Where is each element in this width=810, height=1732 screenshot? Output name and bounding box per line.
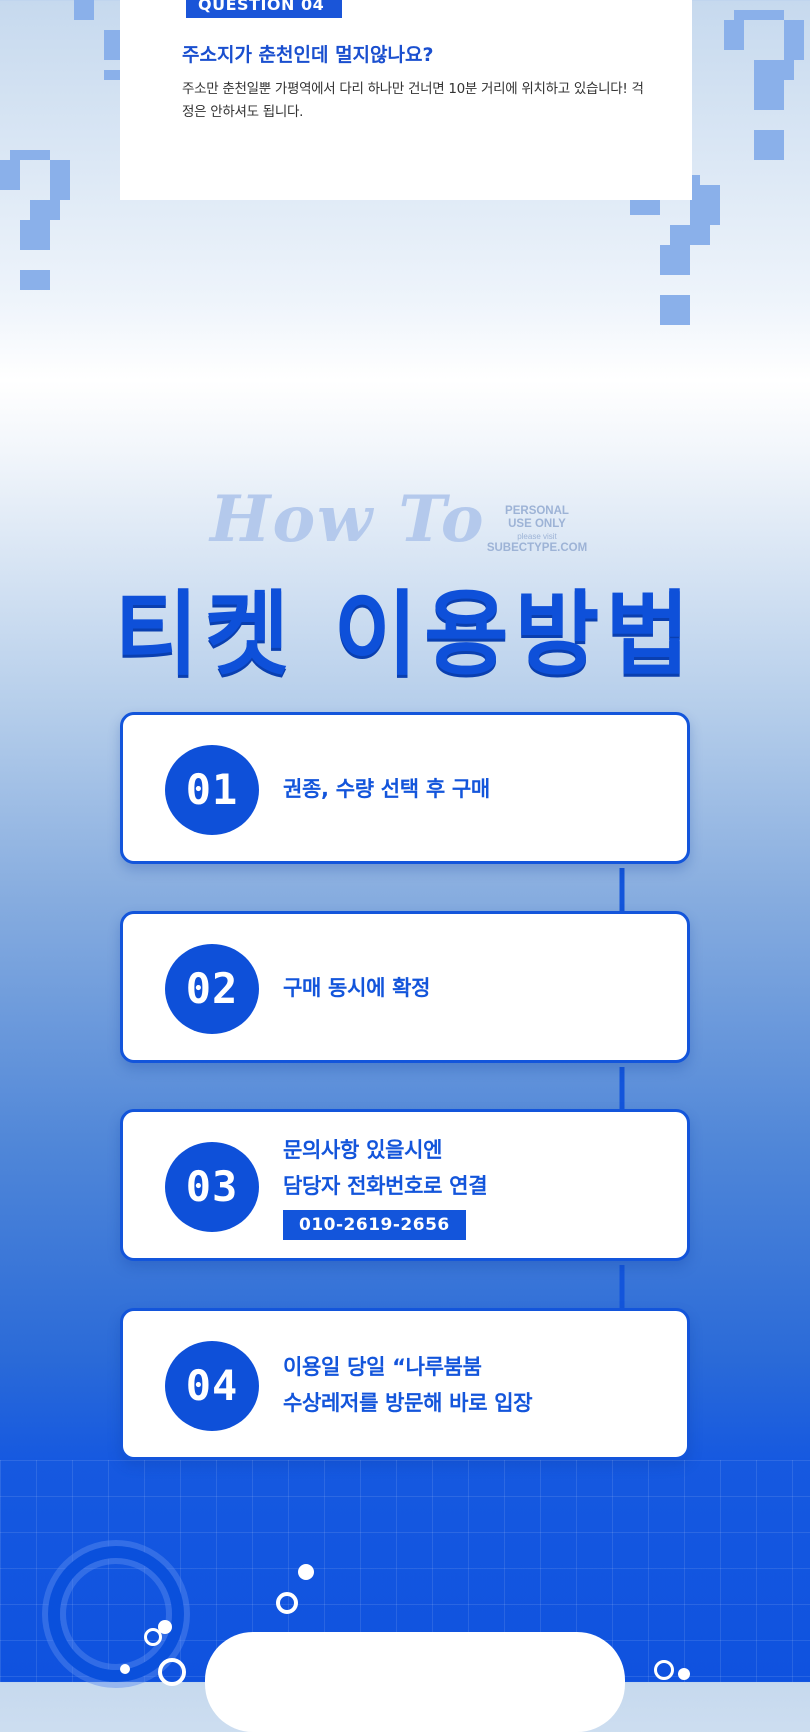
phone-number-badge: 010-2619-2656	[283, 1210, 466, 1240]
watermark-line: USE ONLY	[508, 518, 566, 530]
question-mark-icon	[724, 10, 804, 160]
ripple-rings	[60, 1558, 172, 1670]
step-number: 03	[165, 1142, 259, 1232]
step-line: 문의사항 있을시엔	[283, 1138, 443, 1162]
step-number: 02	[165, 944, 259, 1034]
watermark-line: please visit	[517, 532, 557, 541]
step-number: 01	[165, 745, 259, 835]
faq-answer: 주소만 춘천일뿐 가평역에서 다리 하나만 건너면 10분 거리에 위치하고 있…	[182, 81, 644, 120]
step-card-01: 01 권종, 수량 선택 후 구매	[120, 712, 690, 864]
watermark: PERSONAL USE ONLY please visit SUBECTYPE…	[472, 505, 602, 555]
step-line: 구매 동시에 확정	[283, 976, 431, 1000]
bubble	[120, 1664, 130, 1674]
bottom-title-badge	[205, 1632, 625, 1732]
bubble	[298, 1564, 314, 1580]
step-text: 구매 동시에 확정	[283, 970, 430, 1006]
step-line: 권종, 수량 선택 후 구매	[283, 777, 490, 801]
bubble	[158, 1620, 172, 1634]
step-text: 이용일 당일 “나루붐붐 수상레저를 방문해 바로 입장	[283, 1349, 533, 1421]
step-line: 수상레저를 방문해 바로 입장	[283, 1391, 533, 1415]
watermark-line: SUBECTYPE.COM	[486, 542, 588, 554]
faq-question-tag: QUESTION 04	[186, 0, 342, 18]
watermark-line: PERSONAL	[505, 505, 569, 517]
step-text: 권종, 수량 선택 후 구매	[283, 771, 490, 807]
bubble	[654, 1660, 674, 1680]
bubble	[144, 1628, 162, 1646]
page-title: 티켓 이용방법	[114, 581, 696, 688]
bubble	[276, 1592, 298, 1614]
faq-question: 주소지가 춘천인데 멀지않나요?	[182, 44, 434, 66]
step-card-04: 04 이용일 당일 “나루붐붐 수상레저를 방문해 바로 입장	[120, 1308, 690, 1460]
step-card-02: 02 구매 동시에 확정	[120, 911, 690, 1063]
bubble	[678, 1668, 690, 1680]
step-line: 이용일 당일 “나루붐붐	[283, 1355, 482, 1379]
question-mark-icon	[630, 175, 720, 325]
step-text: 문의사항 있을시엔 담당자 전화번호로 연결 010-2619-2656	[283, 1132, 488, 1241]
step-line: 담당자 전화번호로 연결	[283, 1174, 488, 1198]
faq-card: QUESTION 04 주소지가 춘천인데 멀지않나요? 주소만 춘천일뿐 가평…	[120, 0, 692, 200]
howto-script-title: How To	[210, 482, 486, 557]
step-number: 04	[165, 1341, 259, 1431]
step-card-03: 03 문의사항 있을시엔 담당자 전화번호로 연결 010-2619-2656	[120, 1109, 690, 1261]
question-mark-icon	[0, 150, 70, 290]
